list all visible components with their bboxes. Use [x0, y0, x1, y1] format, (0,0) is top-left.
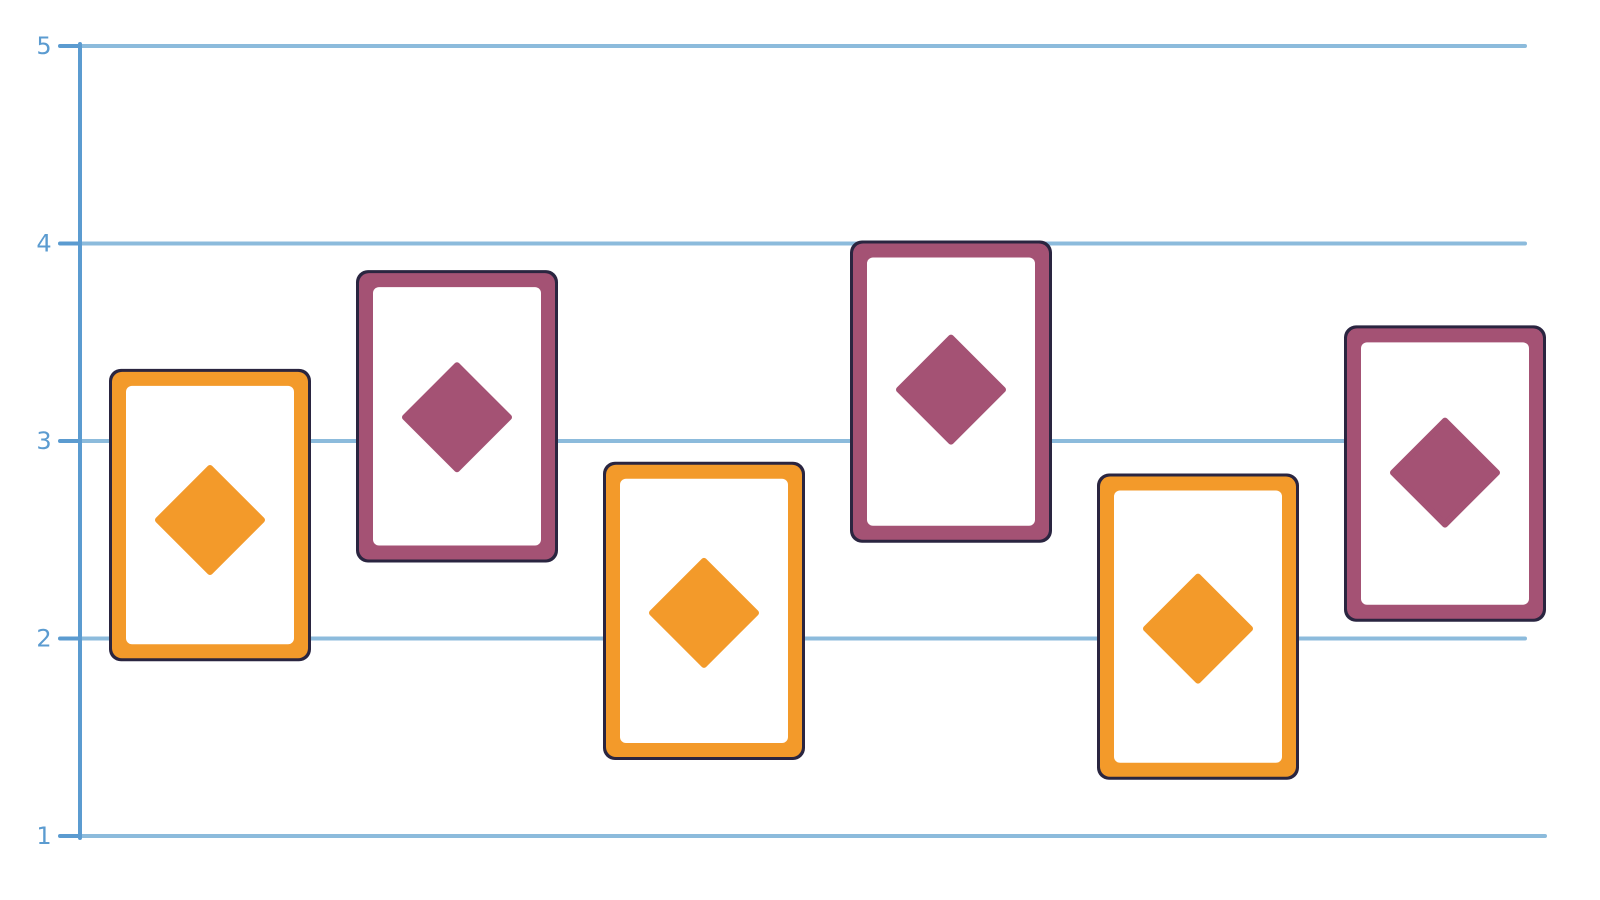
diamond-marker-2 [402, 362, 512, 473]
y-tick-label-4: 4 [36, 230, 51, 258]
y-tick-label-3: 3 [36, 427, 51, 455]
diamond-marker-6 [1390, 417, 1500, 528]
card-bar-2 [356, 270, 558, 563]
card-bar-1 [109, 368, 311, 662]
grid-layer [78, 44, 1547, 838]
y-tick-label-2: 2 [36, 625, 51, 653]
y-tick-label-1: 1 [36, 822, 51, 850]
diamond-marker-3 [649, 557, 759, 668]
card-bar-3 [603, 461, 805, 760]
y-axis: 1 2 3 4 5 [36, 32, 82, 850]
diamond-marker-1 [155, 465, 265, 575]
y-tick-label-5: 5 [36, 32, 51, 60]
diamond-marker-5 [1143, 573, 1253, 684]
diamond-marker-4 [896, 334, 1006, 445]
card-bar-5 [1097, 473, 1299, 780]
card-bar-6 [1344, 325, 1546, 622]
marks-layer [109, 240, 1546, 780]
card-bar-4 [850, 240, 1052, 543]
